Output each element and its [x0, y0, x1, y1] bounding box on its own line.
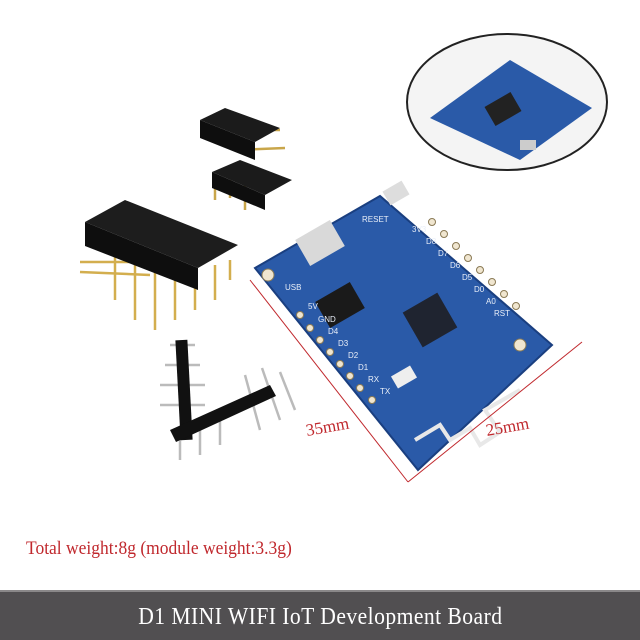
female-header-pair	[200, 108, 292, 210]
pin-label-d3: D3	[338, 339, 349, 348]
weight-note: Total weight:8g (module weight:3.3g)	[26, 538, 292, 559]
right-pin-labels: 3V3 D8 D7 D6 D5 D0 A0 RST	[412, 225, 510, 318]
left-pin-labels: 5V GND D4 D3 D2 D1 RX TX	[308, 302, 391, 396]
usb-label: USB	[285, 283, 301, 292]
pin-label-tx: TX	[380, 387, 391, 396]
pin-label-d1: D1	[358, 363, 369, 372]
pin-label-d2: D2	[348, 351, 359, 360]
pin-label-d4: D4	[328, 327, 339, 336]
pin-label-rst: RST	[494, 309, 510, 318]
pin-label-d7: D7	[438, 249, 449, 258]
pin-label-a0: A0	[486, 297, 496, 306]
pin-label-3v3: 3V3	[412, 225, 427, 234]
female-header-long	[79, 200, 238, 330]
pin-label-d0: D0	[474, 285, 485, 294]
usb-port	[295, 220, 345, 266]
title-banner: D1 MINI WIFI IoT Development Board	[0, 590, 640, 640]
pin-label-rx: RX	[368, 375, 380, 384]
d1-mini-board: 5V GND D4 D3 D2 D1 RX TX 3V3 D8 D7 D6 D5…	[253, 180, 554, 472]
pin-label-gnd: GND	[318, 315, 336, 324]
product-title: D1 MINI WIFI IoT Development Board	[137, 603, 503, 630]
male-pin-headers	[160, 339, 297, 460]
esp8266-chip	[402, 292, 458, 348]
length-dimension-label: 35mm	[304, 414, 350, 440]
antenna-trace	[413, 388, 521, 448]
inset-closeup-photo	[406, 33, 608, 171]
pin-label-d8: D8	[426, 237, 437, 246]
dimension-lines	[249, 279, 583, 483]
pin-label-5v: 5V	[308, 302, 318, 311]
pin-label-d5: D5	[462, 273, 473, 282]
reset-label: RESET	[362, 215, 389, 224]
pin-label-d6: D6	[450, 261, 461, 270]
reset-button	[382, 180, 410, 206]
